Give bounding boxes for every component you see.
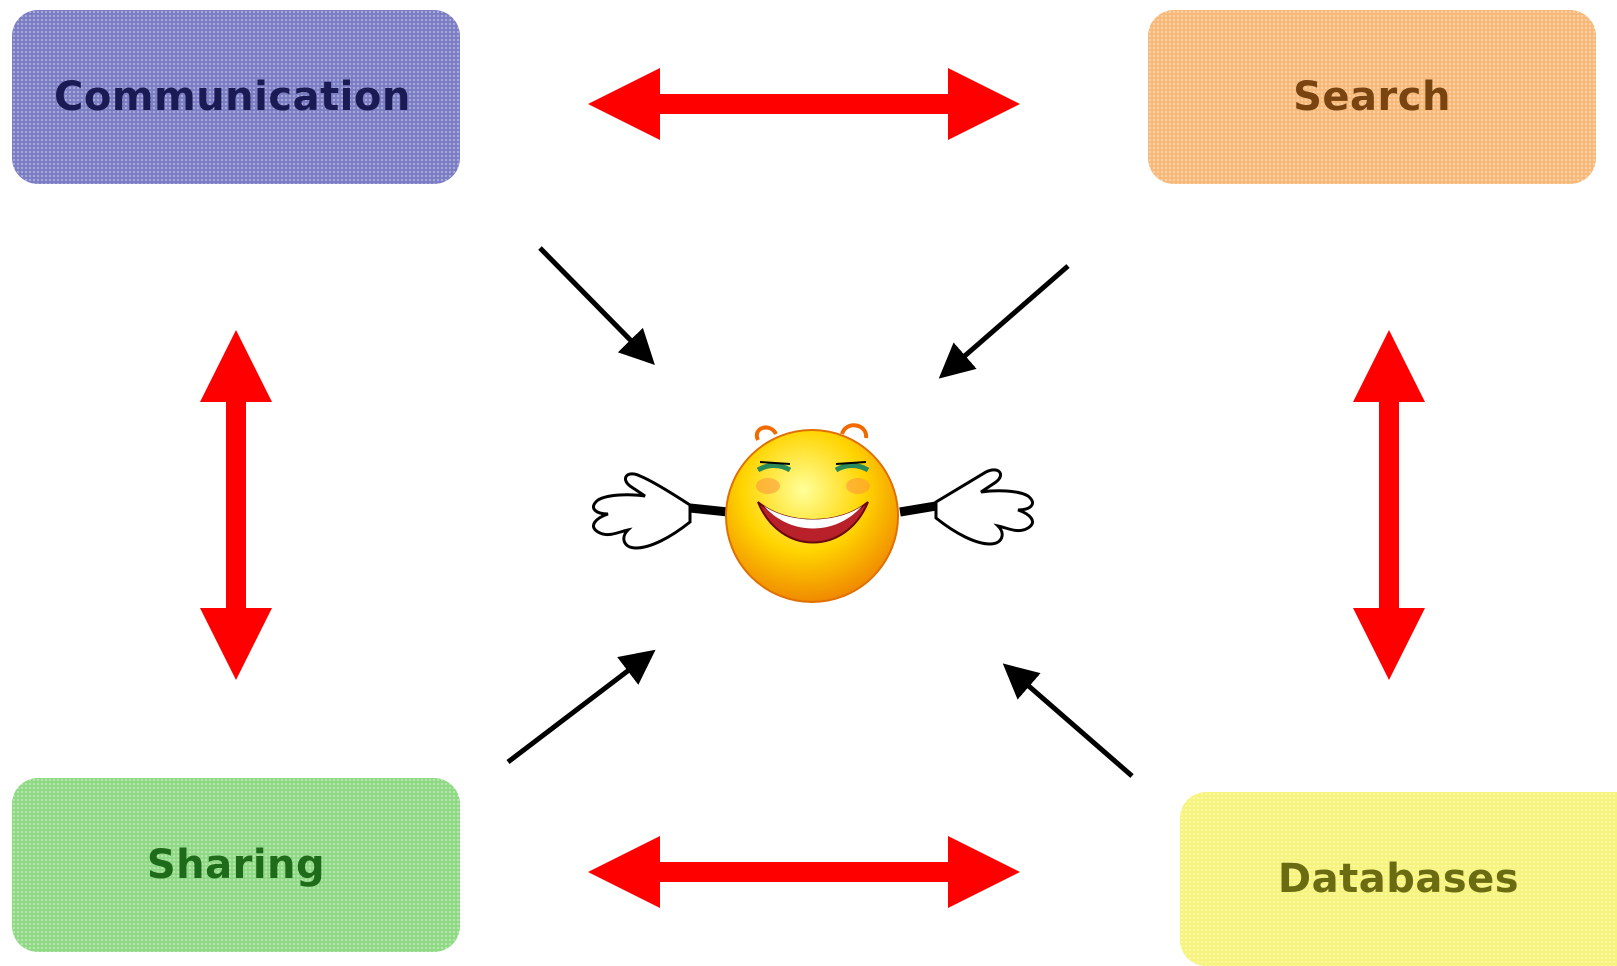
pointer-arrow-search bbox=[944, 266, 1068, 374]
smiley-with-open-hands-icon bbox=[593, 425, 1032, 602]
double-arrow-top bbox=[588, 68, 1020, 140]
double-arrow-left bbox=[200, 330, 272, 680]
double-arrow-right bbox=[1353, 330, 1425, 680]
pointer-arrow-communication bbox=[540, 248, 650, 360]
double-arrow-bottom bbox=[588, 836, 1020, 908]
left-hand-icon bbox=[593, 474, 690, 548]
pointer-arrow-sharing bbox=[508, 654, 650, 762]
right-hand-icon bbox=[936, 470, 1033, 544]
pointer-arrow-databases bbox=[1008, 668, 1132, 776]
